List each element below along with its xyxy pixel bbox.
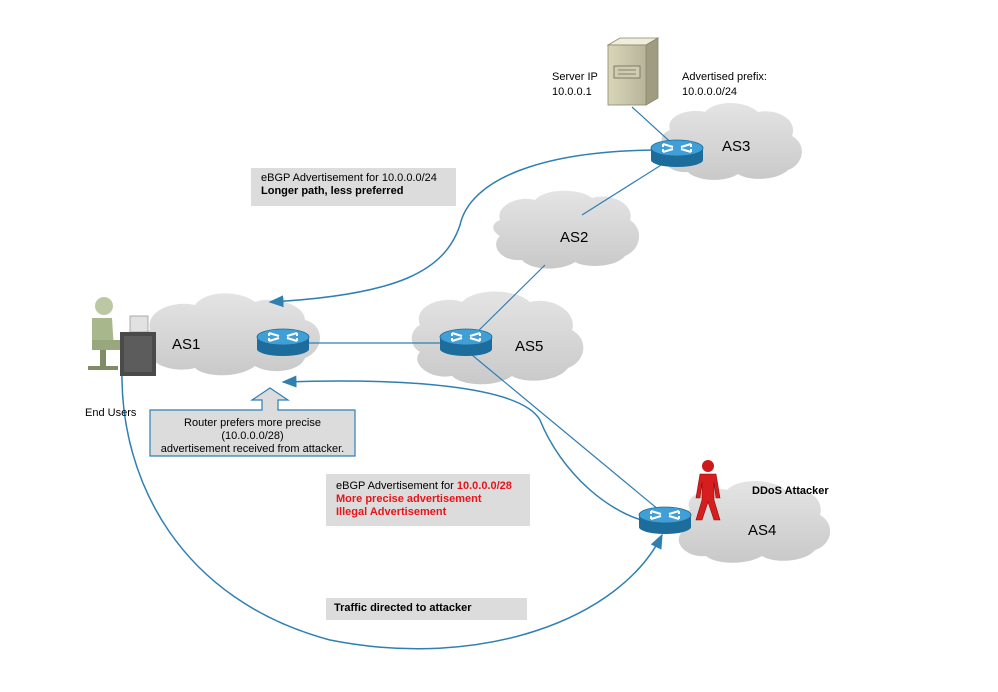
router-as5 xyxy=(438,327,494,358)
traffic-label-box: Traffic directed to attacker xyxy=(326,598,527,620)
illegal-advertisement-line3: Illegal Advertisement xyxy=(336,506,447,518)
router-as4 xyxy=(637,505,693,536)
advertised-prefix-label: Advertised prefix: xyxy=(682,71,767,83)
router-note: Router prefers more precise (10.0.0.0/28… xyxy=(150,417,355,456)
callout-arrow xyxy=(149,387,356,457)
illegal-advertisement-prefix-text: eBGP Advertisement for xyxy=(336,480,457,492)
router-as3 xyxy=(649,138,705,169)
traffic-label: Traffic directed to attacker xyxy=(334,602,472,614)
label-as5: AS5 xyxy=(515,338,543,355)
arrow-legit-advertisement xyxy=(268,149,663,308)
illegal-advertisement-box: eBGP Advertisement for 10.0.0.0/28 More … xyxy=(326,474,530,526)
illegal-advertisement-prefix-highlight: 10.0.0.0/28 xyxy=(456,480,512,492)
cloud-as4 xyxy=(676,481,831,563)
router-note-line1: Router prefers more precise xyxy=(184,417,321,429)
attacker-icon xyxy=(695,460,721,521)
router-note-line3: advertisement received from attacker. xyxy=(160,443,345,455)
cloud-as2 xyxy=(493,190,640,269)
server-icon xyxy=(606,37,660,106)
label-as1: AS1 xyxy=(172,336,200,353)
server-ip-value: 10.0.0.1 xyxy=(552,86,592,98)
label-as3: AS3 xyxy=(722,138,750,155)
advertised-prefix-value: 10.0.0.0/24 xyxy=(682,86,737,98)
illegal-advertisement-line2: More precise advertisement xyxy=(336,493,482,505)
legit-advertisement-line2: Longer path, less preferred xyxy=(261,185,404,197)
label-as2: AS2 xyxy=(560,229,588,246)
cloud-as5 xyxy=(411,291,584,385)
end-user-icon xyxy=(88,297,156,376)
router-note-line2: (10.0.0.0/28) xyxy=(221,430,284,442)
server-ip-label: Server IP xyxy=(552,71,598,83)
label-as4: AS4 xyxy=(748,522,776,539)
legit-advertisement-box: eBGP Advertisement for 10.0.0.0/24 Longe… xyxy=(251,168,456,206)
arrow-traffic-to-attacker xyxy=(121,369,663,650)
illegal-advertisement-line1: eBGP Advertisement for 10.0.0.0/28 xyxy=(336,480,530,493)
link-as5-as4 xyxy=(465,349,666,516)
attacker-label: DDoS Attacker xyxy=(752,485,829,497)
end-users-label: End Users xyxy=(85,407,137,419)
arrow-illegal-advertisement xyxy=(281,375,666,526)
legit-advertisement-line1: eBGP Advertisement for 10.0.0.0/24 xyxy=(261,172,437,184)
router-as1 xyxy=(255,327,311,358)
